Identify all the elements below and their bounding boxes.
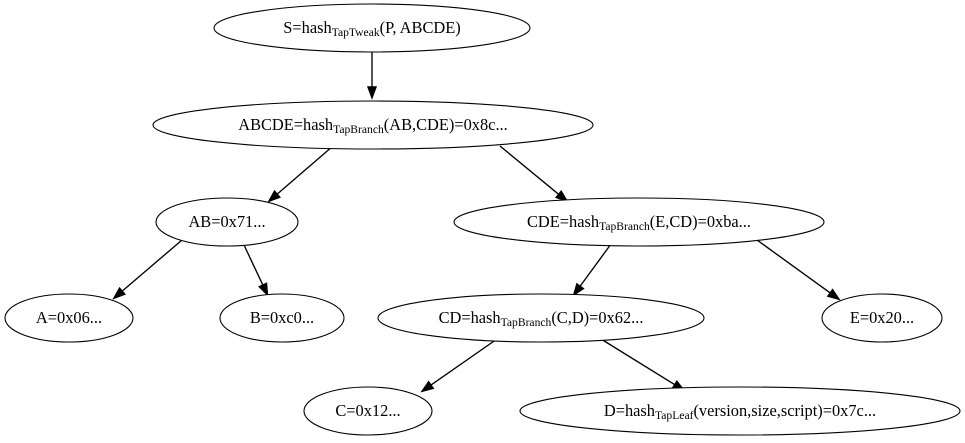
node-b-label: B=0xc0... [250,308,314,327]
edge-abcde-to-ab [267,145,334,203]
edges-layer [112,52,841,393]
node-cde-label: CDE=hashTapBranch(E,CD)=0xba... [527,212,751,233]
node-b[interactable]: B=0xc0... [219,293,345,343]
node-s[interactable]: S=hashTapTweak(P, ABCDE) [213,3,531,53]
node-c-label: C=0x12... [335,401,400,420]
node-c[interactable]: C=0x12... [303,386,433,436]
node-a[interactable]: A=0x06... [4,293,134,343]
node-d[interactable]: D=hashTapLeaf(version,size,script)=0x7c.… [519,386,961,436]
edge-abcde-to-cde [499,145,569,203]
edge-cde-to-cd [572,243,612,297]
edge-cde-to-e [756,239,841,301]
node-cd-label: CD=hashTapBranch(C,D)=0x62... [439,308,644,329]
node-e[interactable]: E=0x20... [821,293,943,343]
edge-s-to-abcde [366,52,378,100]
nodes-layer: S=hashTapTweak(P, ABCDE) ABCDE=hashTapBra… [4,3,961,436]
node-cde[interactable]: CDE=hashTapBranch(E,CD)=0xba... [453,197,825,247]
node-a-label: A=0x06... [36,308,102,327]
node-abcde[interactable]: ABCDE=hashTapBranch(AB,CDE)=0x8c... [152,100,594,150]
node-abcde-label: ABCDE=hashTapBranch(AB,CDE)=0x8c... [238,115,508,136]
edge-cd-to-d [600,338,686,392]
node-cd[interactable]: CD=hashTapBranch(C,D)=0x62... [377,293,705,343]
edge-ab-to-a [112,239,183,300]
edge-ab-to-b [243,244,269,297]
node-ab-label: AB=0x71... [188,212,265,231]
node-ab[interactable]: AB=0x71... [155,197,299,247]
node-s-label: S=hashTapTweak(P, ABCDE) [283,18,460,39]
node-d-label: D=hashTapLeaf(version,size,script)=0x7c.… [604,401,876,422]
edge-cd-to-c [420,338,498,393]
node-e-label: E=0x20... [850,308,914,327]
